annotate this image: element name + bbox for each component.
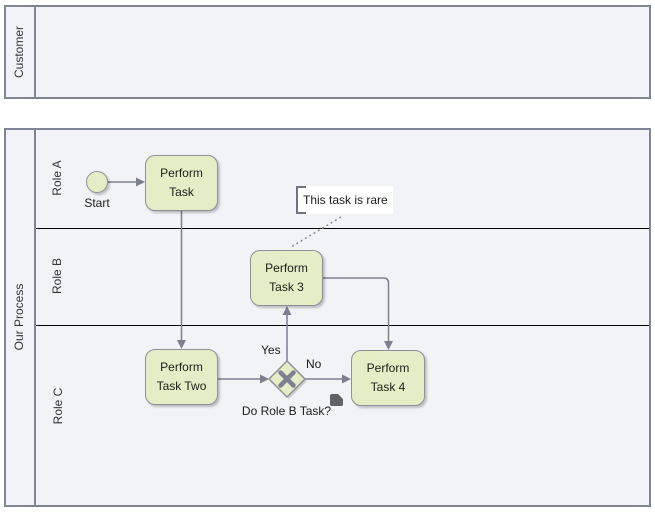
annotation-bracket [296, 186, 298, 214]
flow-label-yes: Yes [261, 343, 281, 357]
lane-label-role-b: Role B [50, 257, 64, 295]
annotation-text: This task is rare [303, 193, 388, 207]
pool-customer-title: Customer [12, 26, 26, 79]
task-perform-task-two[interactable]: Perform Task Two [145, 349, 218, 405]
lane-divider-a-b [36, 228, 649, 229]
flow-label-no: No [306, 357, 322, 371]
note-icon [330, 394, 343, 406]
task-perform-task-4[interactable]: Perform Task 4 [351, 350, 425, 406]
lane-label-role-c: Role C [51, 387, 65, 425]
note-icon-fold [338, 394, 343, 399]
pool-customer-title-column [6, 7, 36, 97]
gateway-question-label: Do Role B Task? [241, 404, 332, 418]
annotation-bracket-top [296, 186, 306, 188]
start-event-label: Start [84, 196, 110, 210]
lane-label-role-a: Role A [50, 160, 64, 196]
task-perform-task-3[interactable]: Perform Task 3 [250, 250, 323, 306]
pool-customer[interactable] [4, 5, 651, 99]
start-event[interactable] [86, 171, 108, 193]
annotation-bracket-bottom [296, 212, 306, 214]
pool-our-process-title: Our Process [12, 283, 26, 351]
pool-our-process-title-column [6, 130, 36, 505]
text-annotation[interactable]: This task is rare [296, 186, 393, 214]
lane-divider-b-c [36, 325, 649, 326]
task-perform-task[interactable]: Perform Task [145, 155, 218, 211]
